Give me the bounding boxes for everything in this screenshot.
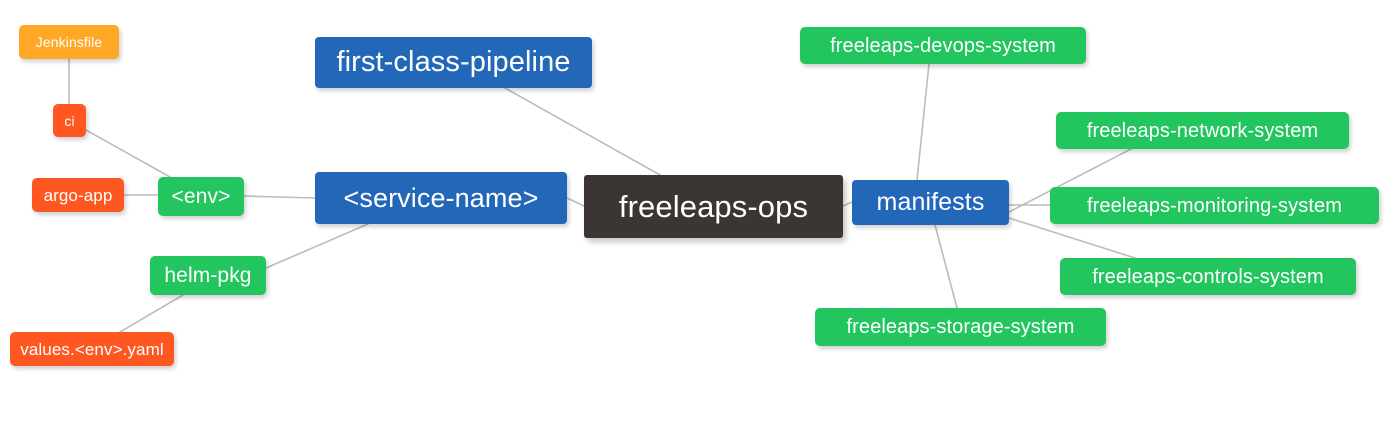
node-label-jenkinsfile: Jenkinsfile [35,34,103,50]
node-monitoring-system[interactable]: freeleaps-monitoring-system [1050,187,1379,224]
edge-freeleaps-ops-to-first-class-pipeline [504,87,661,176]
node-freeleaps-ops[interactable]: freeleaps-ops [584,175,843,238]
node-label-first-class-pipeline: first-class-pipeline [336,46,571,78]
edge-service-name-to-helm-pkg [265,223,369,269]
edge-manifests-to-storage-system [934,224,958,309]
node-label-values-yaml: values.<env>.yaml [20,339,164,359]
edge-freeleaps-ops-to-service-name [566,197,585,207]
node-env[interactable]: <env> [158,177,244,216]
node-network-system[interactable]: freeleaps-network-system [1056,112,1349,149]
node-helm-pkg[interactable]: helm-pkg [150,256,266,295]
node-jenkinsfile[interactable]: Jenkinsfile [19,25,119,59]
node-service-name[interactable]: <service-name> [315,172,567,224]
node-label-helm-pkg: helm-pkg [164,264,252,287]
edge-manifests-to-devops-system [916,63,930,181]
node-label-monitoring-system: freeleaps-monitoring-system [1086,194,1342,217]
edge-helm-pkg-to-values-yaml [119,294,184,333]
node-label-devops-system: freeleaps-devops-system [830,34,1056,57]
node-label-argo-app: argo-app [43,185,113,205]
node-label-env: <env> [171,185,231,208]
node-storage-system[interactable]: freeleaps-storage-system [815,308,1106,346]
node-label-storage-system: freeleaps-storage-system [846,316,1075,338]
node-manifests[interactable]: manifests [852,180,1009,225]
node-label-freeleaps-ops: freeleaps-ops [618,189,809,224]
edge-manifests-to-controls-system [1008,217,1136,259]
node-label-manifests: manifests [876,188,985,216]
node-label-service-name: <service-name> [343,182,539,213]
edge-freeleaps-ops-to-manifests [842,201,853,207]
node-first-class-pipeline[interactable]: first-class-pipeline [315,37,592,88]
node-label-network-system: freeleaps-network-system [1086,119,1319,142]
node-controls-system[interactable]: freeleaps-controls-system [1060,258,1356,295]
node-argo-app[interactable]: argo-app [32,178,124,212]
edge-service-name-to-env [243,195,316,199]
node-label-ci: ci [64,112,75,129]
node-values-yaml[interactable]: values.<env>.yaml [10,332,174,366]
node-ci[interactable]: ci [53,104,86,137]
node-label-controls-system: freeleaps-controls-system [1092,265,1324,288]
edge-env-to-ci [85,129,171,178]
node-devops-system[interactable]: freeleaps-devops-system [800,27,1086,64]
